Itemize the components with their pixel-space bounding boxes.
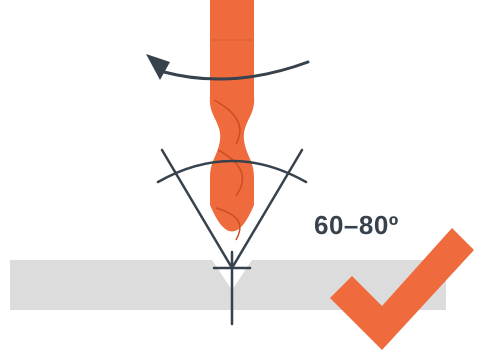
drill-shank <box>210 0 254 96</box>
angle-line-left <box>160 148 234 270</box>
rotation-arc <box>162 60 310 81</box>
checkmark-icon <box>330 228 474 350</box>
rotation-arrow-icon <box>146 54 310 81</box>
angle-line-right <box>230 148 304 270</box>
angle-indicator <box>156 148 308 270</box>
drill-bit <box>209 0 255 241</box>
angle-label: 60–80º <box>314 210 399 240</box>
drill-flutes <box>209 96 255 232</box>
flute-line-2 <box>217 149 244 197</box>
flute-line-3 <box>215 207 241 241</box>
rotation-arrowhead <box>146 54 170 80</box>
center-marks <box>212 250 252 326</box>
flute-line-1 <box>213 99 241 145</box>
angle-arc <box>156 159 308 184</box>
